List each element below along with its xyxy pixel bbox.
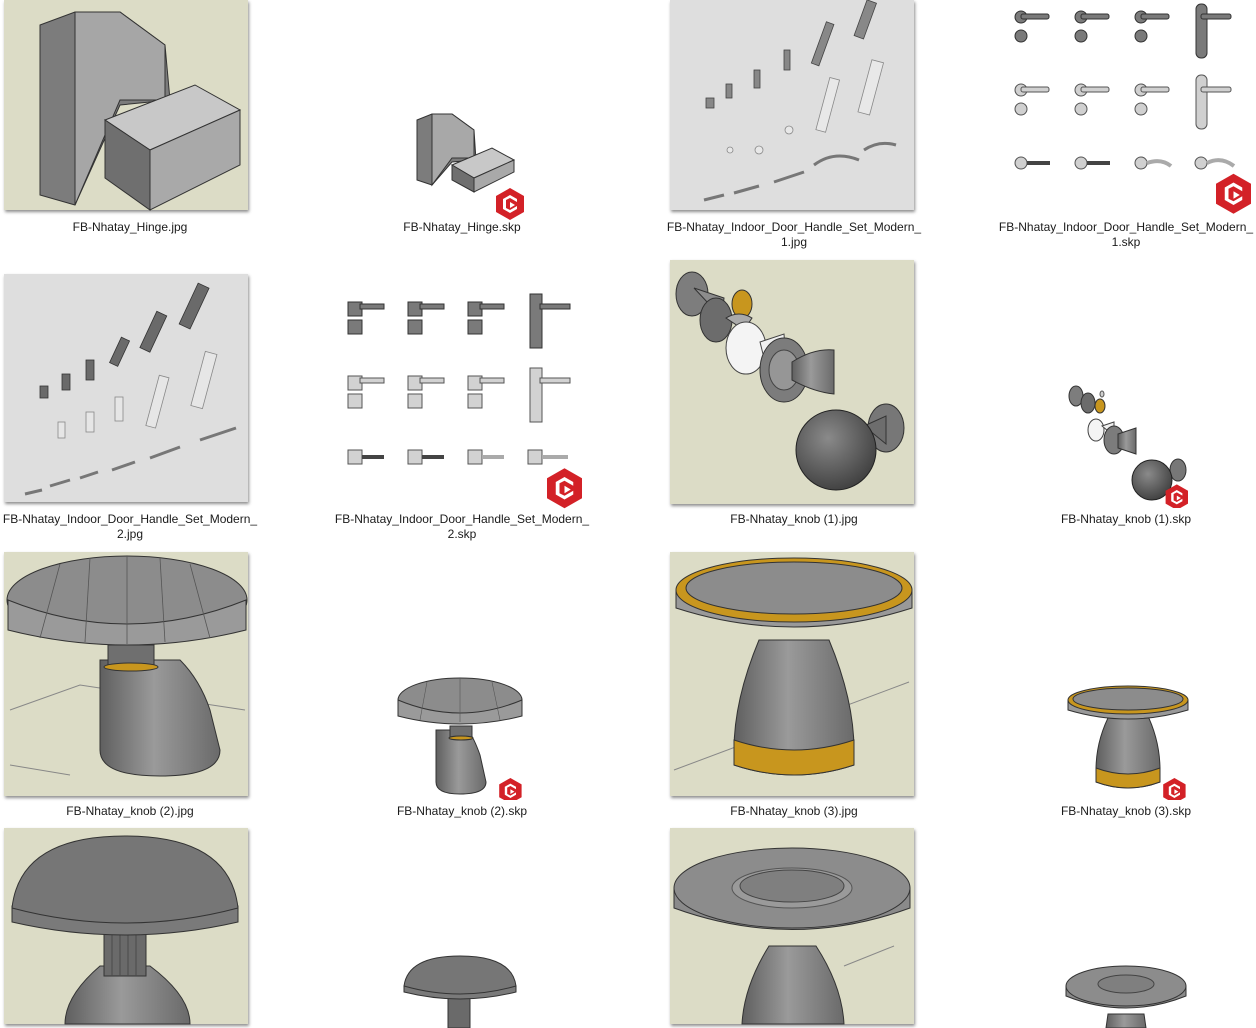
file-name: FB-Nhatay_knob (1).skp xyxy=(1060,512,1192,526)
file-tile[interactable]: FB-Nhatay_Indoor_Door_Handle_Set_Modern_… xyxy=(996,0,1256,250)
knob-3-skp-render xyxy=(1067,685,1189,800)
file-name: FB-Nhatay_knob (2).jpg xyxy=(66,804,194,818)
file-name: FB-Nhatay_Hinge.jpg xyxy=(72,220,188,234)
file-tile[interactable] xyxy=(0,826,260,1028)
file-tile[interactable]: FB-Nhatay_Indoor_Door_Handle_Set_Modern_… xyxy=(332,272,592,544)
handle-set-2-render xyxy=(24,282,237,496)
file-tile[interactable]: FB-Nhatay_knob (2).skp xyxy=(332,550,592,822)
knob-1-skp-render xyxy=(1068,385,1188,508)
sketchup-icon xyxy=(499,778,522,800)
handle-set-render xyxy=(703,0,897,202)
knob-2-render xyxy=(6,555,248,777)
file-name: FB-Nhatay_knob (2).skp xyxy=(396,804,528,818)
file-tile[interactable]: FB-Nhatay_knob (1).jpg xyxy=(664,258,924,530)
sketchup-icon xyxy=(1216,173,1251,214)
file-name: FB-Nhatay_Indoor_Door_Handle_Set_Modern_… xyxy=(2,512,258,541)
file-tile[interactable]: FB-Nhatay_knob (2).jpg xyxy=(0,550,260,822)
sketchup-icon xyxy=(547,468,582,509)
file-name: FB-Nhatay_knob (3).skp xyxy=(1060,804,1192,818)
knob-5-render xyxy=(673,847,911,1025)
file-name: FB-Nhatay_Indoor_Door_Handle_Set_Modern_… xyxy=(334,512,590,541)
file-tile[interactable] xyxy=(332,826,592,1028)
hinge-render xyxy=(39,11,242,211)
file-name: FB-Nhatay_knob (3).jpg xyxy=(730,804,858,818)
file-name: FB-Nhatay_Indoor_Door_Handle_Set_Modern_… xyxy=(666,220,922,249)
file-tile[interactable]: FB-Nhatay_Indoor_Door_Handle_Set_Modern_… xyxy=(0,272,260,544)
sketchup-icon xyxy=(1163,778,1186,800)
file-name: FB-Nhatay_Indoor_Door_Handle_Set_Modern_… xyxy=(998,220,1254,249)
handle-set-2-skp-render xyxy=(347,293,582,509)
handle-set-skp-render xyxy=(1014,3,1251,214)
file-tile[interactable]: FB-Nhatay_Hinge.jpg xyxy=(0,0,260,240)
knob-4-skp-render xyxy=(403,955,517,1028)
file-tile[interactable] xyxy=(996,826,1256,1028)
file-name: FB-Nhatay_Hinge.skp xyxy=(403,220,521,234)
file-tile[interactable]: FB-Nhatay_knob (1).skp xyxy=(996,258,1256,530)
knob-4-render xyxy=(11,835,239,1025)
knob-5-skp-render xyxy=(1065,965,1187,1028)
hinge-skp-render xyxy=(416,113,524,220)
file-tile[interactable]: FB-Nhatay_Indoor_Door_Handle_Set_Modern_… xyxy=(664,0,924,250)
file-tile[interactable]: FB-Nhatay_knob (3).jpg xyxy=(664,550,924,822)
file-tile[interactable]: FB-Nhatay_knob (3).skp xyxy=(996,550,1256,822)
file-tile[interactable] xyxy=(664,826,924,1028)
knob-2-skp-render xyxy=(397,677,523,800)
file-tile[interactable]: FB-Nhatay_Hinge.skp xyxy=(332,0,592,240)
sketchup-icon xyxy=(496,188,524,220)
knob-3-render xyxy=(673,557,913,776)
file-name: FB-Nhatay_knob (1).jpg xyxy=(730,512,858,526)
knob-1-render xyxy=(675,271,905,491)
